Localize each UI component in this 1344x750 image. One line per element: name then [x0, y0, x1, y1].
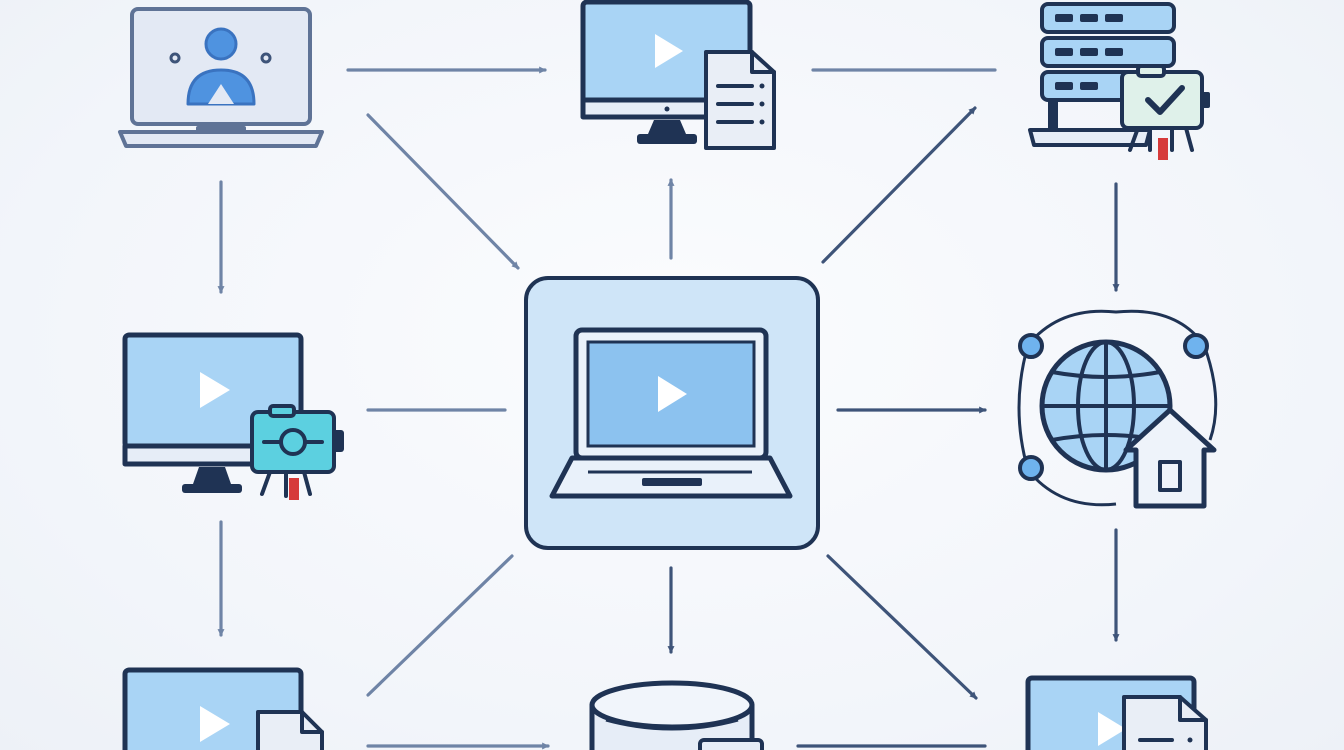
user-laptop-icon: [118, 7, 324, 148]
monitor-camera-icon: [122, 332, 344, 500]
monitor-file-icon: [122, 667, 324, 750]
connectors: [217, 66, 1120, 750]
central-laptop-icon: [524, 276, 820, 550]
arrow-hub-to-server: [821, 106, 977, 264]
server-check-icon: [1028, 2, 1210, 160]
monitor-document-icon: [580, 0, 776, 150]
database-icon: [589, 680, 764, 750]
line-hub-to-file: [366, 554, 514, 697]
monitor-report-icon: [1025, 675, 1208, 750]
arrow-user-to-hub: [366, 113, 520, 270]
globe-home-icon: [1017, 309, 1218, 509]
arrow-hub-to-report: [826, 554, 978, 700]
